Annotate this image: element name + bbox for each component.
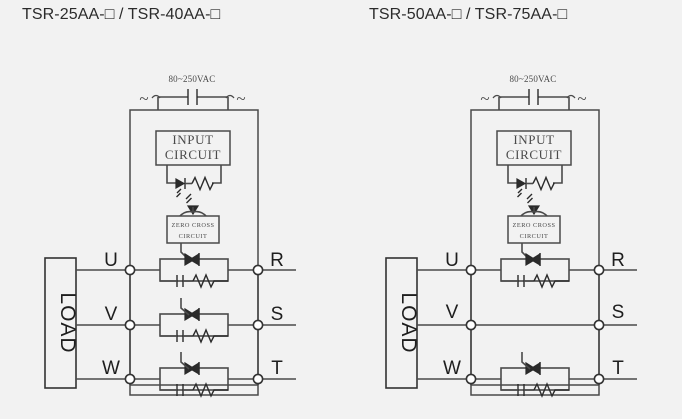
zero-cross-label-2: CIRCUIT — [520, 233, 549, 240]
input-circuit-label-2: CIRCUIT — [165, 147, 221, 162]
terminal-label-r: R — [270, 250, 284, 271]
zero-cross-block: ZERO CROSS CIRCUIT — [166, 193, 220, 261]
terminal-label-v: V — [446, 302, 459, 323]
load-block: LOAD — [44, 257, 79, 389]
terminal-node-t — [252, 373, 264, 385]
diagram-panel-tsr25-40: TSR-25AA-□ / TSR-40AA-□ ~ ~ 80~250VAC — [22, 6, 296, 398]
terminal-label-u: U — [445, 250, 459, 271]
input-circuit-box — [155, 130, 231, 166]
input-circuit-label-2: CIRCUIT — [506, 147, 562, 162]
triac-branch-v-s: V S — [76, 298, 296, 344]
terminal-label-w: W — [102, 358, 120, 379]
terminal-label-s: S — [612, 302, 625, 323]
led-icon — [175, 177, 186, 190]
terminal-node-v — [124, 319, 136, 331]
zero-cross-label-2: CIRCUIT — [179, 233, 208, 240]
panel-title: TSR-25AA-□ / TSR-40AA-□ — [22, 6, 221, 23]
terminal-node-s — [252, 319, 264, 331]
terminal-label-u: U — [104, 250, 118, 271]
triac-branch-u-r: U R — [417, 250, 637, 289]
terminal-label-t: T — [612, 358, 624, 379]
led-icon — [516, 177, 527, 190]
terminal-node-v — [465, 319, 477, 331]
terminal-node-u — [124, 264, 136, 276]
load-label: LOAD — [397, 292, 420, 353]
input-circuit-block: INPUT CIRCUIT — [496, 130, 572, 166]
photodetector-light-icon — [526, 193, 533, 204]
zero-cross-label-1: ZERO CROSS — [172, 222, 215, 229]
led-emission-icon — [176, 188, 182, 198]
ac-symbol-left: ~ — [139, 89, 148, 108]
photodetector-light-icon — [185, 193, 192, 204]
circuit-svg-left: ~ ~ 80~250VAC INPUT CIRCUIT — [44, 74, 296, 398]
terminal-label-v: V — [105, 304, 118, 325]
supply-voltage-label: 80~250VAC — [509, 74, 556, 84]
panel-title: TSR-50AA-□ / TSR-75AA-□ — [369, 6, 568, 23]
zero-cross-label-1: ZERO CROSS — [513, 222, 556, 229]
led-resistor-branch — [166, 165, 222, 198]
terminal-node-s — [593, 319, 605, 331]
input-circuit-label-1: INPUT — [172, 132, 213, 147]
input-circuit-block: INPUT CIRCUIT — [155, 130, 231, 166]
terminal-node-w — [465, 373, 477, 385]
input-circuit-label-1: INPUT — [513, 132, 554, 147]
pass-through-branch-v-s: V S — [417, 302, 637, 331]
terminal-node-r — [593, 264, 605, 276]
load-box — [385, 257, 418, 389]
terminal-node-r — [252, 264, 264, 276]
terminal-label-s: S — [271, 304, 284, 325]
resistor-icon — [532, 175, 556, 192]
terminal-label-t: T — [271, 358, 283, 379]
input-circuit-box — [496, 130, 572, 166]
ac-symbol-right: ~ — [236, 89, 245, 108]
led-resistor-branch — [507, 165, 563, 198]
triac-branch-w-t: W T — [76, 352, 296, 398]
triac-branch-u-r: U R — [76, 250, 296, 289]
load-block: LOAD — [385, 257, 420, 389]
diagram-panel-tsr50-75: TSR-50AA-□ / TSR-75AA-□ ~ ~ 80~250VAC IN… — [341, 0, 682, 419]
zero-cross-box — [507, 215, 561, 244]
terminal-node-u — [465, 264, 477, 276]
circuit-svg-right: ~ ~ 80~250VAC INPUT CIRCUIT — [385, 74, 637, 398]
terminal-label-r: R — [611, 250, 625, 271]
zero-cross-box — [166, 215, 220, 244]
load-label: LOAD — [56, 292, 79, 353]
ac-symbol-left: ~ — [480, 89, 489, 108]
load-box — [44, 257, 77, 389]
led-emission-icon — [517, 188, 523, 198]
supply-voltage-label: 80~250VAC — [168, 74, 215, 84]
resistor-icon — [191, 175, 215, 192]
triac-branch-w-t: W T — [417, 352, 637, 398]
ac-symbol-right: ~ — [577, 89, 586, 108]
terminal-node-w — [124, 373, 136, 385]
zero-cross-block: ZERO CROSS CIRCUIT — [507, 193, 561, 261]
terminal-node-t — [593, 373, 605, 385]
terminal-label-w: W — [443, 358, 461, 379]
